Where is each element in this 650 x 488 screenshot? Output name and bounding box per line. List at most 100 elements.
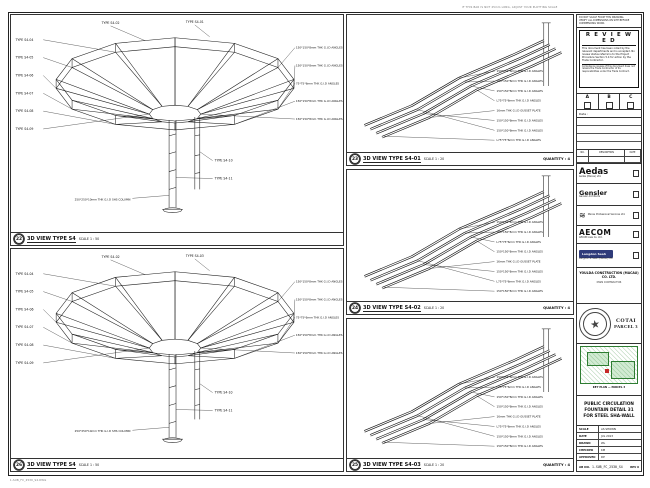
annotation-label: TYPE S4-06 [15,307,34,311]
field-row-drawn: DRAWN WL [577,440,641,447]
drawing-number: 1-SUB_FC_2530_S4 [592,465,623,469]
annotation-label: TYPE S4-11 [214,408,233,412]
annotation-label: 150*150*8mm THK G.I.D ANGLES [496,269,543,273]
radial-structure-drawing: TYPE S4-02 TYPE S4-01 TYPE S4-04 TYPE S4… [14,20,343,213]
annotation-label: TYPE S4-05 [15,290,34,294]
status-cell-b: B [599,94,621,109]
angle-member-drawing: 150*150*8mm THK G.I.D ANGLES L75*75*6mm … [363,328,563,448]
annotation-label: TYPE S4-07 [14,91,33,95]
annotation-label: L75*75*6mm THK G.I.D ANGLES [496,138,541,142]
annotation-label: TYPE S4-04 [14,38,33,42]
consultant-aedas: Aedas Aedas (Macau) Ltd. [577,164,641,184]
drawing-info-fields: SCALE AS SHOWN DATE JUL 2013 DRAWN WL CH… [577,426,641,461]
panel-3d-view-type-s4-01: 150*150*8mm THK G.I.D ANGLES 150*150*8mm… [346,14,574,166]
annotation-label: 150*150*8mm THK G.I.D ANGLES [496,405,543,409]
panel-title-bar: 22 3D VIEW TYPE S4 SCALE 1 : 50 [11,232,343,245]
annotation-label: 250*250*10mm THK G.I.D SHS COLUMN [75,197,131,201]
consultant-mps: ≋ Macau Professional Services Ltd. [577,206,641,226]
annotation-labels: 150*150*8mm THK G.I.D ANGLES L75*75*6mm … [496,375,543,448]
rev-col-header: NO. [577,150,589,157]
view-quantity: QUANTITY : 4 [543,306,570,310]
contractor-role: MAIN CONTRACTOR [596,281,622,285]
key-plan-building [587,352,609,366]
reviewed-note-text: Compliance review of this document does … [582,63,636,73]
review-checkbox [632,212,639,219]
field-row-checked: CHECKED KM [577,447,641,454]
panel-title-bar: 25 3D VIEW TYPE S4-03 SCALE 1 : 20 QUANT… [347,458,573,471]
structure-linework [541,175,551,237]
annotation-label: 150*150*8mm THK G.I.D ANGLES [496,89,543,93]
note-line: DO NOT SCALE FROM THIS DRAWING. [579,16,625,19]
project-seal-row: ★ COTAI PARCEL 3 [577,304,641,344]
annotation-label: L75*75*6mm THK G.I.D ANGLES [496,240,541,244]
drawing-title-line: FOUNTAIN DETAIL 31 [584,407,634,413]
consultant-name: Aedas (Macau) Ltd. [579,175,602,179]
general-notes: DO NOT SCALE FROM THIS DRAWING. VERIFY A… [577,15,641,28]
structure-linework [55,271,295,443]
revision-row [577,126,641,134]
annotation-label: TYPE S4-01 [185,20,204,24]
consultant-name: AECOM Asia Co. Ltd. [579,235,603,239]
contractor-box: YOULDA CONSTRUCTION (MACAU) CO. LTD. MAI… [577,268,641,304]
annotation-label: 75*75*6mm THK G.I.D ANGLES [296,81,339,85]
annotation-label: TYPE S4-08 [15,343,34,347]
field-label: APPROVED [577,454,599,460]
annotation-label: TYPE S4-09 [15,361,34,365]
reviewed-title: R E V I E W E D [582,32,636,46]
pipe-members [363,345,563,445]
waves-logo-icon: ≋ [579,210,586,220]
detail-bubble: 26 [14,460,24,470]
annotation-label: 75*75*6mm THK G.I.D ANGLES [296,315,339,319]
annotation-label: TYPE S4-02 [101,255,120,259]
annotation-label: 150*150*8mm THK G.I.D ANGLES [496,220,543,224]
aedas-logo: Aedas [579,166,609,177]
field-label: CHECKED [577,447,599,453]
view-title: 3D VIEW TYPE S4-02 [363,304,421,312]
star-icon: ★ [589,316,601,331]
annotation-label: 150*150*8mm THK G.I.D ANGLES [496,69,543,73]
annotation-label: TYPE S4-04 [15,272,34,276]
panel-3d-view-type-s4: TYPE S4-02 TYPE S4-01 TYPE S4-04 TYPE S4… [10,14,344,246]
review-checkbox [632,252,639,259]
field-row-date: DATE JUL 2013 [577,433,641,440]
field-label: SCALE [577,426,599,432]
annotation-label: TYPE S4-02 [101,21,120,25]
revision-table: NO. DESCRIPTION DATE [577,150,641,164]
key-plan-thumbnail [580,346,638,384]
annotation-label: 250*250*10mm THK G.I.D SHS COLUMN [75,429,131,433]
plot-stamp: 1-SUB_FC_2530_S4.DWG [10,479,47,482]
annotation-label: 150*150*8mm THK G.I.D ANGLES [296,46,343,50]
structure-linework [55,37,295,213]
annotation-label: L75*75*6mm THK G.I.D ANGLES [496,424,541,428]
revision-blank-rows [577,118,641,150]
panel-title-bar: 24 3D VIEW TYPE S4-02 SCALE 1 : 20 QUANT… [347,301,573,314]
annotation-label: TYPE S4-07 [15,325,34,329]
rev-col-header: DESCRIPTION [589,150,625,157]
consultant-langdon-seah: Langdon Seah Langdon & Seah (Macau) Ltd. [577,244,641,268]
annotation-label: 150*150*8mm THK G.I.D ANGLES [296,351,343,355]
sheet-border [8,12,644,476]
leader-lines [43,24,296,199]
status-cell-a: A [577,94,599,109]
panel-title-bar: 26 3D VIEW TYPE S4 SCALE 1 : 50 [11,458,343,471]
revision-row [577,118,641,126]
annotation-label: 150*150*8mm THK G.I.D ANGLES [296,333,343,337]
rev-cell [577,156,589,163]
view-scale: SCALE 1 : 20 [423,306,445,310]
aecom-logo: AECOM [579,228,612,238]
review-checkbox [632,170,639,177]
reviewed-stamp-section: R E V I E W E D This document has been n… [577,28,641,94]
annotation-label: 150*150*8mm THK G.I.D ANGLES [496,289,543,293]
annotation-label: TYPE S4-03 [185,254,204,258]
annotation-label: TYPE S4-09 [14,127,33,131]
annotation-label: TYPE S4-10 [214,391,233,395]
annotation-label: 150*150*8mm THK G.I.D ANGLES [496,118,543,122]
status-checkbox [583,101,591,109]
project-name-line: PARCEL 3 [614,324,638,329]
view-quantity: QUANTITY : 4 [543,157,570,161]
rev-cell [625,156,641,163]
annotation-labels: TYPE S4-02 TYPE S4-01 TYPE S4-04 TYPE S4… [14,20,342,201]
rev-col-header: DATE [625,150,641,157]
leader-lines [43,258,296,431]
review-checkbox [632,231,639,238]
